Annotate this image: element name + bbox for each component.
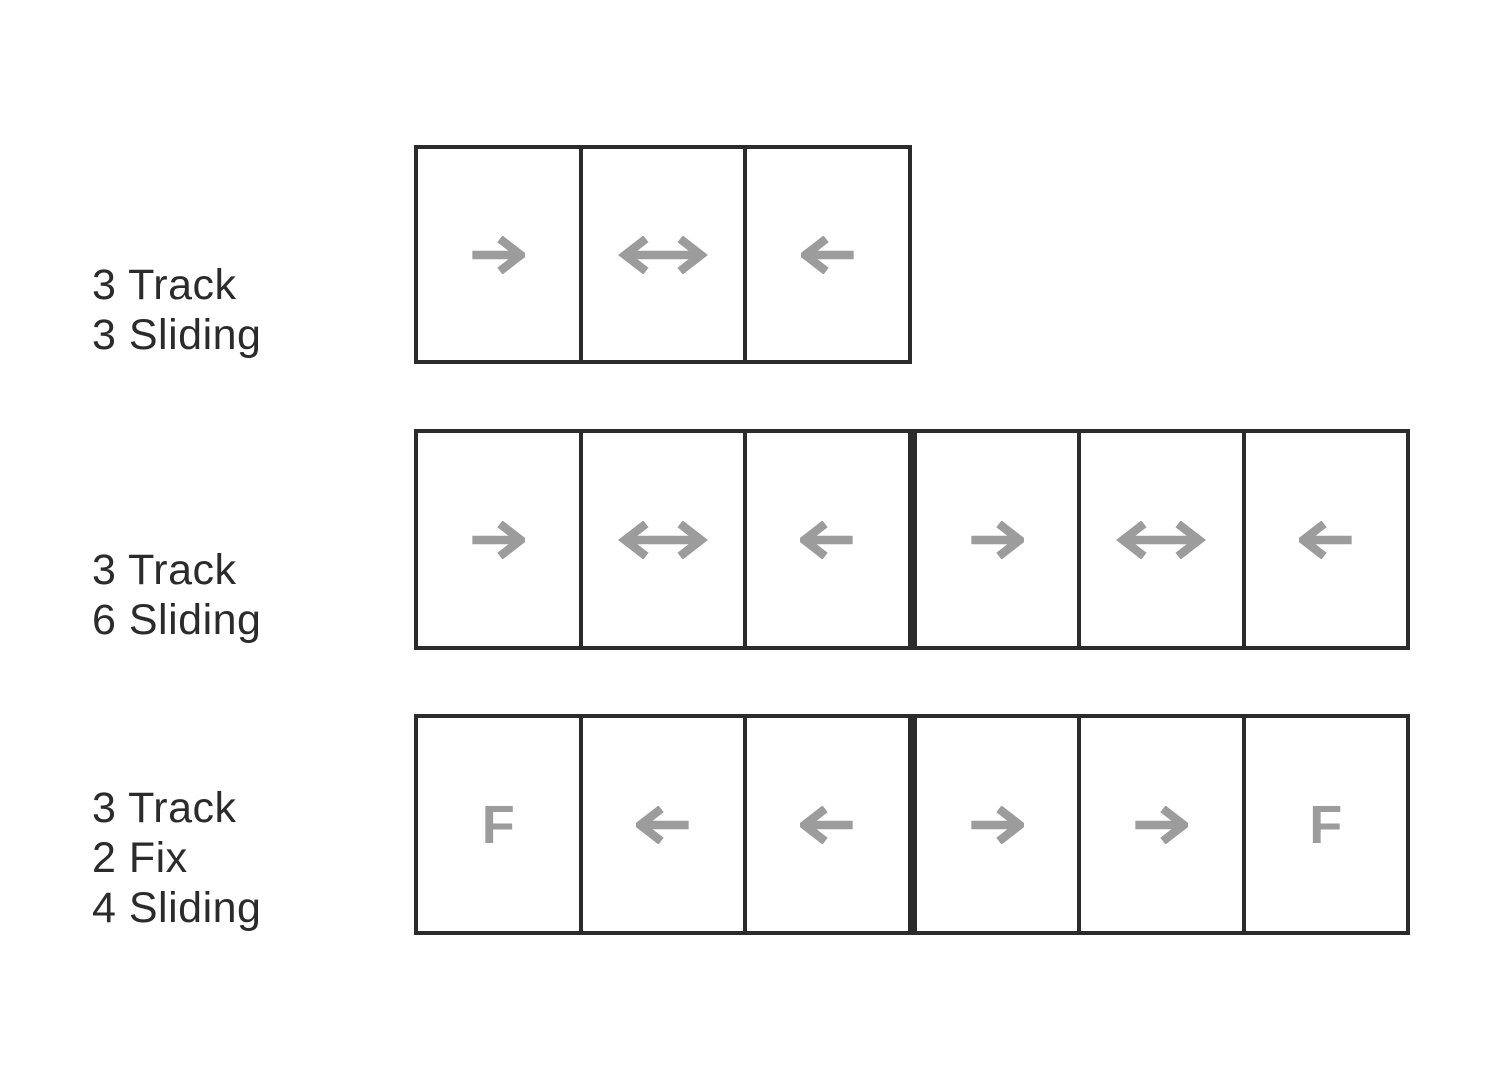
- label-line: 2 Fix: [92, 834, 188, 882]
- door-panel-6-arrow-left: [1245, 433, 1406, 646]
- arrow-both-icon: [618, 235, 708, 274]
- arrow-left-icon: [800, 520, 853, 559]
- door-panel-3-arrow-left: [747, 718, 917, 931]
- label-line: 6 Sliding: [92, 596, 262, 644]
- arrow-right-icon: [472, 520, 526, 559]
- door-panel-4-arrow-right: [916, 718, 1081, 931]
- door-frame-3-track-3-sliding: [414, 145, 912, 364]
- arrow-left-icon: [800, 235, 854, 274]
- label-line: 3 Track: [92, 261, 237, 309]
- fixed-panel-label: F: [1309, 794, 1343, 855]
- arrow-right-icon: [971, 805, 1024, 844]
- label-line: 3 Sliding: [92, 311, 262, 359]
- arrow-right-icon: [971, 520, 1024, 559]
- arrow-both-icon: [617, 520, 708, 559]
- label-line: 3 Track: [92, 546, 237, 594]
- door-panel-3-arrow-left: [747, 149, 909, 360]
- arrow-right-icon: [472, 235, 526, 274]
- arrow-left-icon: [635, 805, 689, 844]
- door-panel-5-arrow-both: [1081, 433, 1246, 646]
- door-panel-1-arrow-right: [418, 433, 583, 646]
- door-panel-2-arrow-left: [582, 718, 747, 931]
- door-panel-1-arrow-right: [418, 149, 583, 360]
- door-panel-2-arrow-both: [582, 433, 747, 646]
- arrow-right-icon: [1135, 805, 1189, 844]
- door-panel-6-fixed: F: [1245, 718, 1406, 931]
- arrow-both-icon: [1116, 520, 1207, 559]
- arrow-left-icon: [800, 805, 853, 844]
- door-panel-5-arrow-right: [1081, 718, 1246, 931]
- door-panel-2-arrow-both: [582, 149, 748, 360]
- door-panel-4-arrow-right: [916, 433, 1081, 646]
- label-line: 4 Sliding: [92, 884, 262, 932]
- label-line: 3 Track: [92, 784, 237, 832]
- door-panel-3-arrow-left: [747, 433, 917, 646]
- arrow-left-icon: [1298, 520, 1352, 559]
- door-panel-1-fixed: F: [418, 718, 583, 931]
- door-frame-3-track-6-sliding: [414, 429, 1410, 650]
- fixed-panel-label: F: [481, 794, 515, 855]
